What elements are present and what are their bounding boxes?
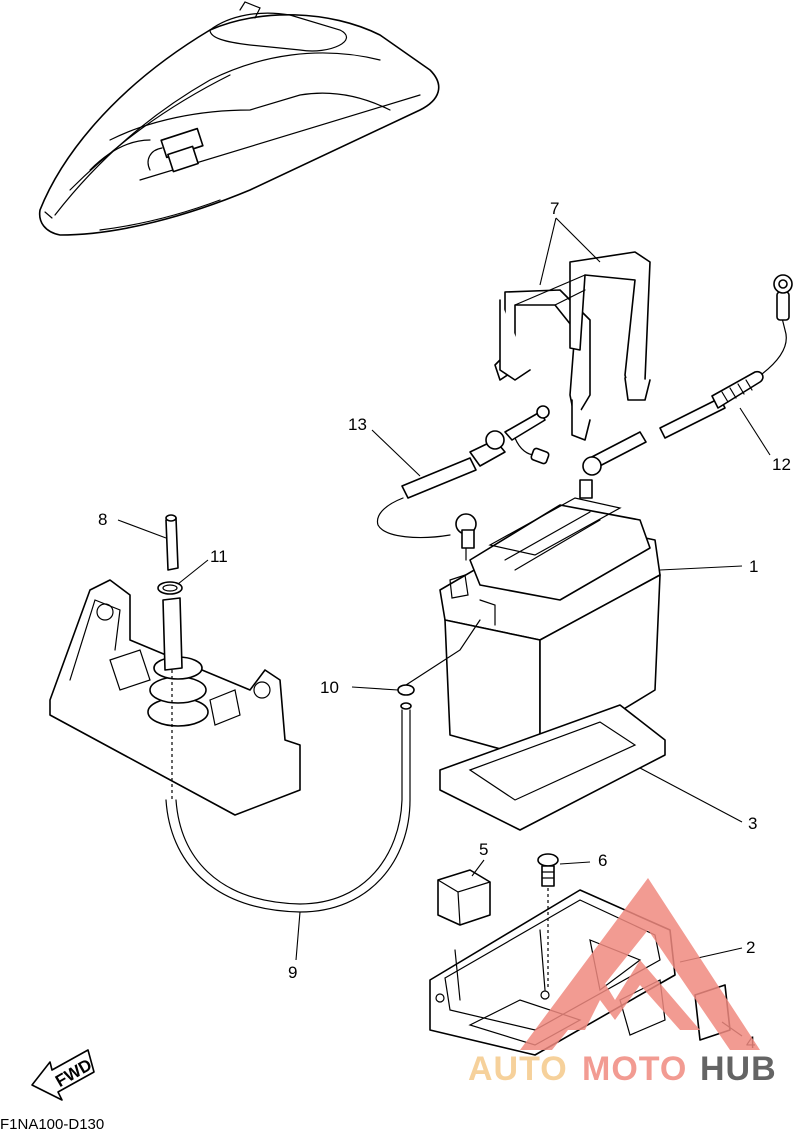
callout-10: 10 (320, 678, 339, 697)
callout-7: 7 (550, 199, 559, 218)
rubber-cap (437, 869, 491, 926)
drawing-code: F1NA100-D130 (0, 1116, 104, 1131)
automotohub-watermark-logo: AUTO MOTO HUB (468, 878, 777, 1088)
callout-1: 1 (749, 557, 758, 576)
svg-text:MOTO: MOTO (582, 1050, 687, 1088)
leader-lines (117, 217, 771, 1037)
forward-direction-arrow: FWD (31, 1049, 95, 1101)
callout-5: 5 (479, 840, 488, 859)
battery-positive-lead (582, 274, 793, 476)
callout-12: 12 (772, 455, 791, 474)
callout-3: 3 (748, 814, 757, 833)
battery-band (494, 251, 651, 441)
vent-pipe-in-bracket (162, 597, 183, 800)
callout-13: 13 (348, 415, 367, 434)
hose-clip (157, 581, 183, 595)
battery-negative-lead (376, 405, 550, 561)
svg-text:HUB: HUB (700, 1050, 777, 1088)
callout-8: 8 (98, 510, 107, 529)
callout-6: 6 (598, 851, 607, 870)
vent-pipe-short (165, 514, 179, 571)
svg-text:AUTO: AUTO (468, 1050, 568, 1088)
callout-labels: 1 2 3 4 5 6 7 8 9 10 11 12 13 (98, 199, 791, 1052)
bolt (537, 853, 559, 990)
battery-pad (439, 704, 666, 831)
callout-2: 2 (746, 938, 755, 957)
watercraft-overview (38, 1, 440, 236)
callout-9: 9 (288, 963, 297, 982)
callout-11: 11 (210, 547, 228, 566)
battery (439, 479, 661, 761)
